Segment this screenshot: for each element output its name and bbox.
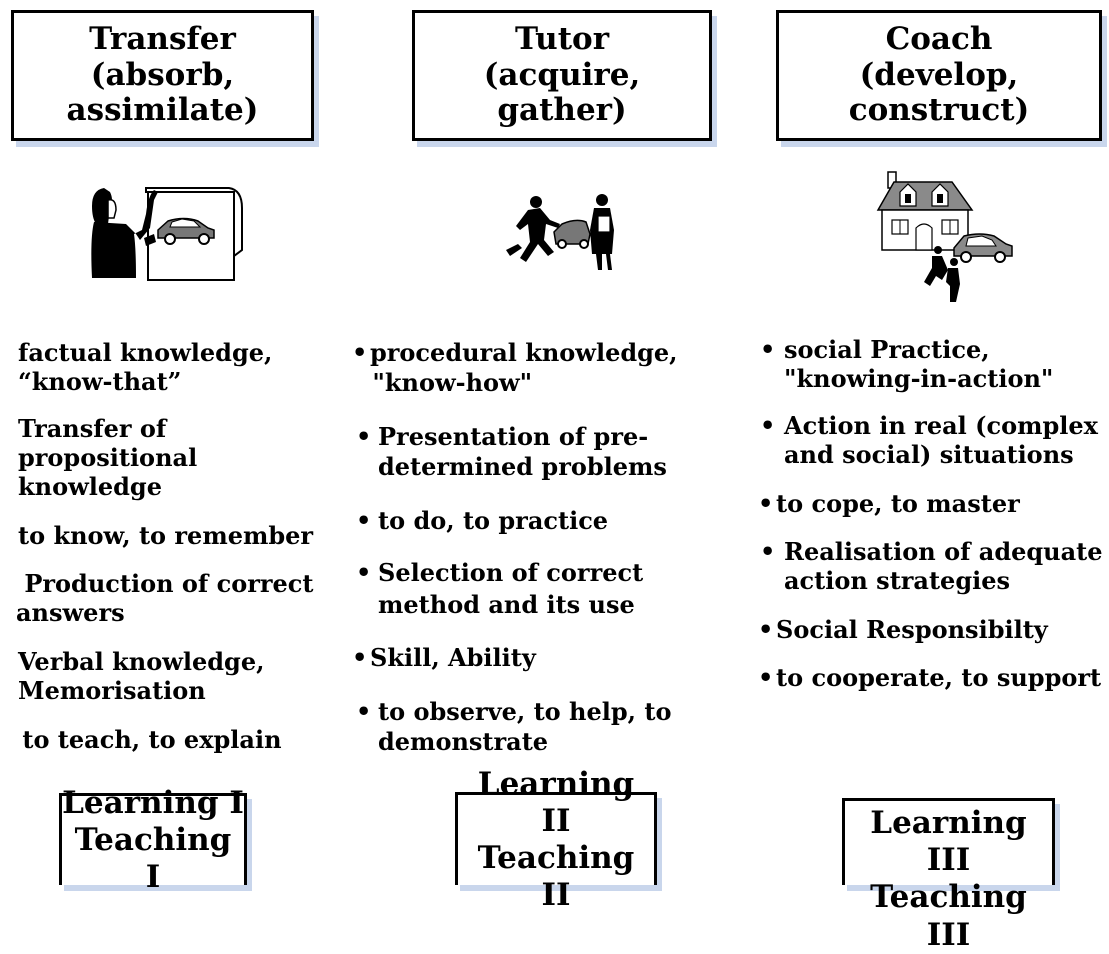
footer-1-line-1: Learning I [62,784,244,821]
tutor-bullet-6-marker: • [356,697,372,726]
header-transfer: Transfer (absorb, assimilate) [11,10,314,141]
footer-learning-teaching-3: Learning III Teaching III [842,798,1055,953]
header-tutor-line-2: (acquire, [483,56,641,93]
tutor-bullet-1-line-1: procedural knowledge, [370,338,678,367]
transfer-bullet-4-line-1: Production of correct [16,569,314,598]
running-figure-and-tutor-icon [506,194,614,270]
transfer-bullet-2-line-1: Transfer of [18,414,167,443]
tutor-bullet-2-marker: • [356,422,372,451]
tutor-bullet-4-line-2: method and its use [378,590,635,619]
tutor-bullet-1-line-2: "know-how" [364,368,533,397]
coach-bullet-6-line-1: to cooperate, to support [776,663,1102,692]
header-tutor-line-1: Tutor [514,21,610,58]
transfer-bullet-4-line-2: answers [16,598,125,627]
footer-3-line-1: Learning III [870,805,1027,879]
coach-bullet-1-line-1: social Practice, [784,335,990,364]
coach-bullet-5-line-1: Social Responsibilty [776,615,1048,644]
header-transfer-line-1: Transfer [89,21,236,58]
header-coach-line-1: Coach [885,21,993,58]
coach-bullet-4-line-1: Realisation of adequate [784,537,1103,566]
tutor-bullet-3-marker: • [356,506,372,535]
header-coach: Coach (develop, construct) [776,10,1102,141]
transfer-bullet-1-line-2: “know-that” [18,367,182,396]
tutor-bullet-4-marker: • [356,558,372,587]
transfer-bullet-2-line-3: knowledge [18,472,162,501]
coach-bullet-6-marker: • [758,663,774,692]
coach-bullet-1-marker: • [760,335,776,364]
tutor-bullet-5-marker: • [352,643,368,672]
footer-3-line-2: Teaching III [870,879,1027,953]
footer-2-line-2: Teaching II [477,840,635,914]
header-transfer-line-3: assimilate) [66,92,259,129]
footer-1-line-2: Teaching I [74,821,232,896]
coach-bullet-2-line-2: and social) situations [784,440,1074,469]
tutor-bullet-4-line-1: Selection of correct [378,558,644,587]
header-transfer-line-2: (absorb, [90,56,235,93]
coach-bullet-4-line-2: action strategies [784,566,1011,595]
transfer-bullet-1-line-1: factual knowledge, [18,338,273,367]
tutor-bullet-2-line-2: determined problems [378,452,667,481]
coach-bullet-4-marker: • [760,537,776,566]
tutor-bullet-3-line-1: to do, to practice [378,506,609,535]
tutor-bullet-6-line-2: demonstrate [378,727,549,756]
transfer-bullet-5-line-2: Memorisation [18,676,206,705]
transfer-bullet-6-line-1: to teach, to explain [14,725,282,754]
tutor-bullet-2-line-1: Presentation of pre- [378,422,649,451]
coach-bullet-3-marker: • [758,489,774,518]
coach-bullet-1-line-2: "knowing-in-action" [784,364,1054,393]
coach-bullet-2-line-1: Action in real (complex [784,411,1098,440]
coach-bullet-5-marker: • [758,615,774,644]
tutor-bullet-5-line-1: Skill, Ability [370,643,536,672]
coach-bullet-2-marker: • [760,411,776,440]
coach-bullet-3-line-1: to cope, to master [776,489,1020,518]
tutor-bullet-6-line-1: to observe, to help, to [378,697,672,726]
house-with-car-and-people-icon [876,171,1013,302]
header-tutor-line-3: gather) [497,92,627,129]
footer-learning-teaching-1: Learning I Teaching I [59,785,247,895]
teacher-presenting-car-icon [91,187,243,281]
transfer-bullet-5-line-1: Verbal knowledge, [18,647,265,676]
transfer-bullet-3-line-1: to know, to remember [18,521,314,550]
header-coach-line-3: construct) [848,92,1030,129]
transfer-bullet-2-line-2: propositional [18,443,198,472]
header-coach-line-2: (develop, [859,56,1019,93]
footer-2-line-1: Learning II [477,765,635,839]
tutor-bullet-1-marker: • [352,338,368,367]
header-tutor: Tutor (acquire, gather) [412,10,712,141]
footer-learning-teaching-2: Learning II Teaching II [455,766,657,913]
